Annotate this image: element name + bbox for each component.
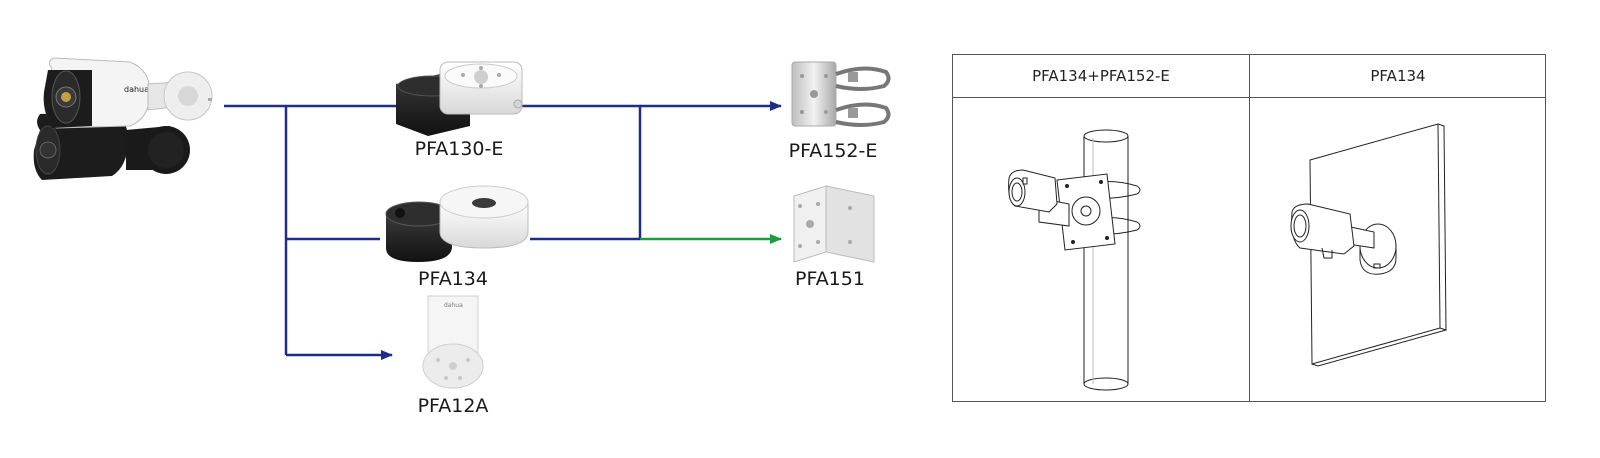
connector-lines <box>224 101 782 360</box>
label-pfa134: PFA134 <box>418 268 488 290</box>
connector-pfa130e-out <box>522 104 642 239</box>
pfa151-corner-mount-bracket-icon <box>793 185 875 263</box>
label-pfa12a: PFA12A <box>417 395 489 417</box>
wall-mount-installation-icon <box>1250 98 1546 401</box>
installation-table: PFA134+PFA152-E PFA134 <box>952 54 1546 402</box>
pfa12a-wall-mount-bracket-icon: dahua <box>422 295 484 389</box>
pfa130e-junction-box-icon <box>396 61 523 136</box>
pole-mount-installation-icon <box>953 98 1249 401</box>
table-column-divider <box>1249 55 1250 401</box>
table-header-wall: PFA134 <box>1370 67 1426 85</box>
label-pfa130e: PFA130-E <box>414 138 504 160</box>
pfa134-junction-box-icon <box>385 185 529 262</box>
pfa152e-pole-mount-bracket-icon <box>791 61 891 127</box>
label-pfa152e: PFA152-E <box>788 140 878 162</box>
table-header-pole: PFA134+PFA152-E <box>1032 67 1170 85</box>
label-pfa151: PFA151 <box>795 268 865 290</box>
svg-text:dahua: dahua <box>124 85 149 94</box>
connector-camera-trunk <box>224 104 288 355</box>
bullet-camera-icon: dahua <box>33 57 213 180</box>
svg-text:dahua: dahua <box>444 302 463 309</box>
